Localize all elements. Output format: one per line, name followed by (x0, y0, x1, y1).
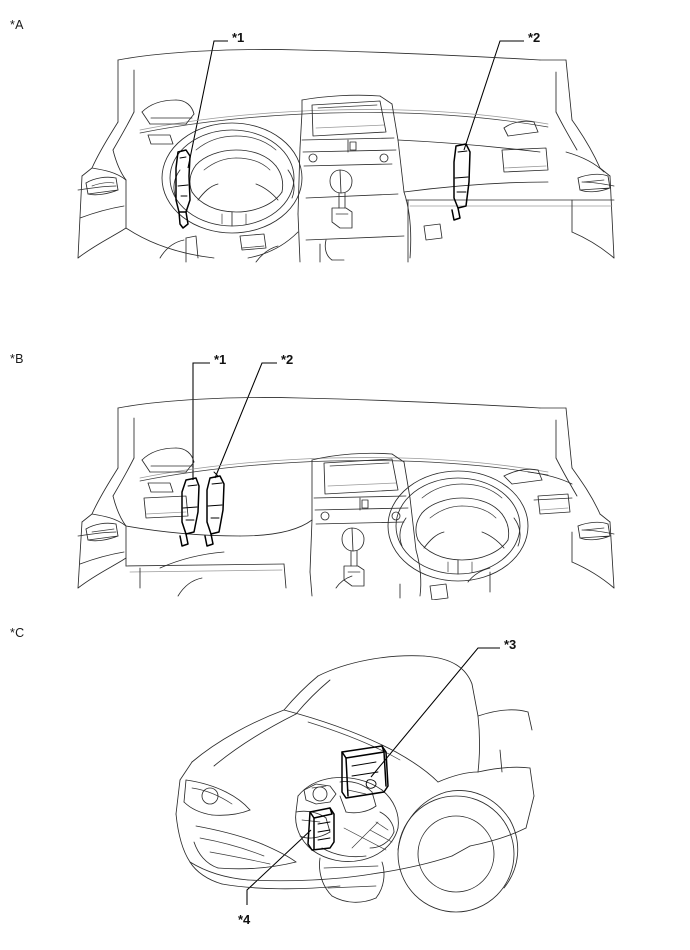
leader-b2 (214, 362, 277, 479)
callout-label-c4: *4 (238, 912, 251, 927)
panel-a: *A *1 *2 (0, 0, 690, 320)
engine-bay-cluster (295, 777, 399, 903)
part-a2-highlight (451, 143, 471, 221)
panel-c-tag: *C (10, 626, 25, 640)
part-c4-highlight (307, 807, 335, 851)
callout-label-a1: *1 (232, 30, 245, 45)
panel-b-artwork (0, 320, 690, 600)
leader-b1 (192, 362, 210, 480)
panel-a-artwork (0, 0, 690, 320)
panel-c: *C *3 *4 (0, 600, 690, 950)
leader-a2 (463, 40, 524, 151)
part-c3-highlight (341, 745, 389, 799)
callout-label-b1: *1 (214, 352, 227, 367)
leader-a1 (187, 40, 228, 169)
part-b1-highlight (179, 477, 200, 547)
panel-b-tag: *B (10, 352, 24, 366)
part-a1-highlight (175, 149, 191, 229)
panel-b: *B *1 *2 (0, 320, 690, 600)
leader-c4 (246, 829, 312, 905)
callout-label-a2: *2 (528, 30, 541, 45)
leader-c3 (370, 647, 500, 778)
callout-label-c3: *3 (504, 637, 517, 652)
part-b2-highlight (204, 471, 225, 547)
panel-a-tag: *A (10, 18, 24, 32)
callout-label-b2: *2 (281, 352, 294, 367)
panel-c-artwork (0, 600, 690, 950)
